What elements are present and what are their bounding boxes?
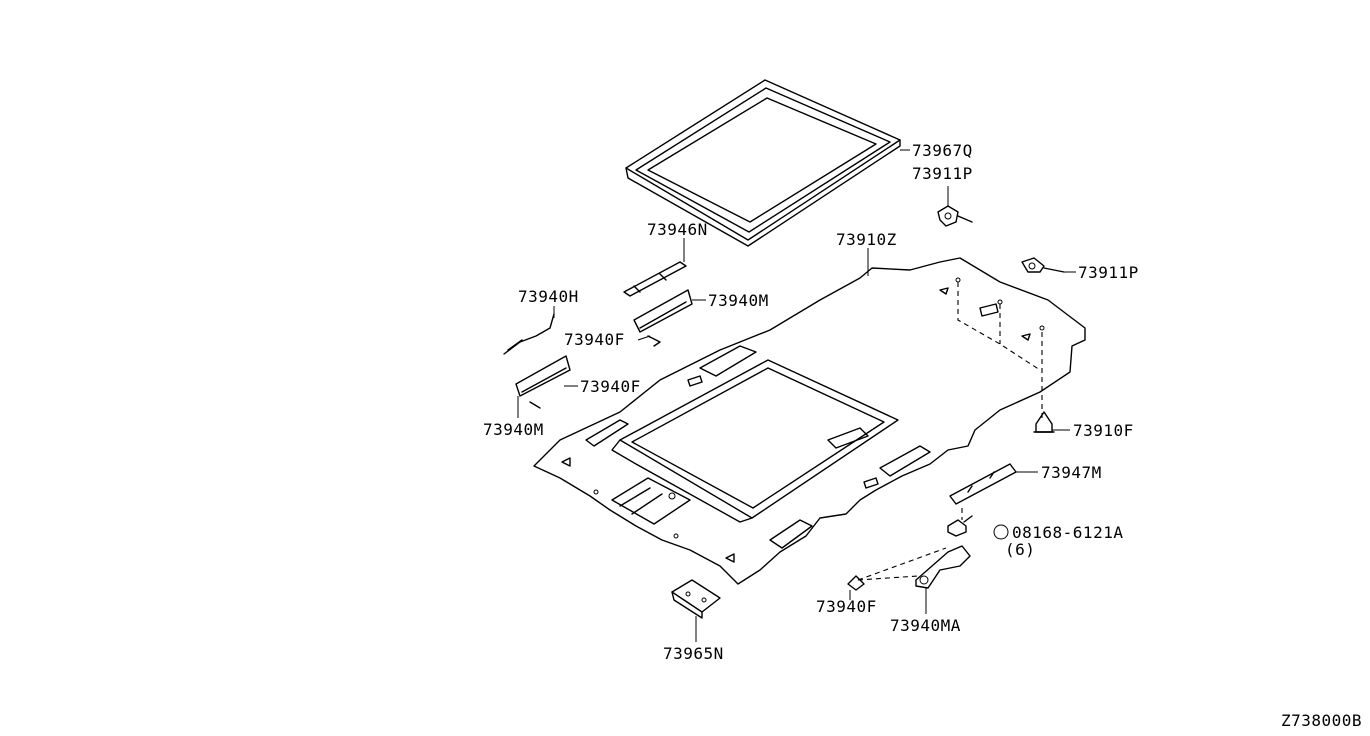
sunvisor-holder-left — [1021, 257, 1065, 273]
callout-73967q: 73967Q — [912, 141, 973, 160]
assist-grip-front-right — [633, 289, 693, 347]
sunvisor-holder-right — [937, 205, 973, 227]
callout-73940f-lower: 73940F — [816, 597, 877, 616]
screw — [947, 515, 1009, 540]
assist-grip-cover — [503, 313, 555, 355]
bracket-73947m — [949, 463, 1017, 520]
callout-73940f-front: 73940F — [564, 330, 625, 349]
clip-73910f — [1033, 411, 1055, 433]
callout-73947m: 73947M — [1041, 463, 1102, 482]
callout-73910z: 73910Z — [836, 230, 897, 249]
callout-73940ma: 73940MA — [890, 616, 961, 635]
bracket-73946n — [623, 261, 687, 297]
callout-73946n: 73946N — [647, 220, 708, 239]
callout-73965n: 73965N — [663, 644, 724, 663]
callout-screw: 08168-6121A — [1012, 523, 1124, 542]
headlining — [533, 257, 1086, 585]
leader-lines — [517, 149, 1076, 642]
callout-73940h: 73940H — [518, 287, 579, 306]
callout-73910f: 73910F — [1073, 421, 1134, 440]
callout-73940f-rear: 73940F — [580, 377, 641, 396]
assist-grip-73940ma — [847, 545, 971, 591]
callout-73940m-front: 73940M — [708, 291, 769, 310]
callout-73940m-rear: 73940M — [483, 420, 544, 439]
lamp-bracket — [671, 579, 721, 619]
callout-screw-qty: (6) — [1005, 540, 1036, 559]
assist-grip-rear-left — [515, 355, 571, 409]
sunroof-finisher — [625, 79, 901, 247]
callout-73911p-right: 73911P — [912, 164, 973, 183]
callout-73911p-left: 73911P — [1078, 263, 1139, 282]
diagram-reference-code: Z738000B — [1280, 711, 1362, 730]
